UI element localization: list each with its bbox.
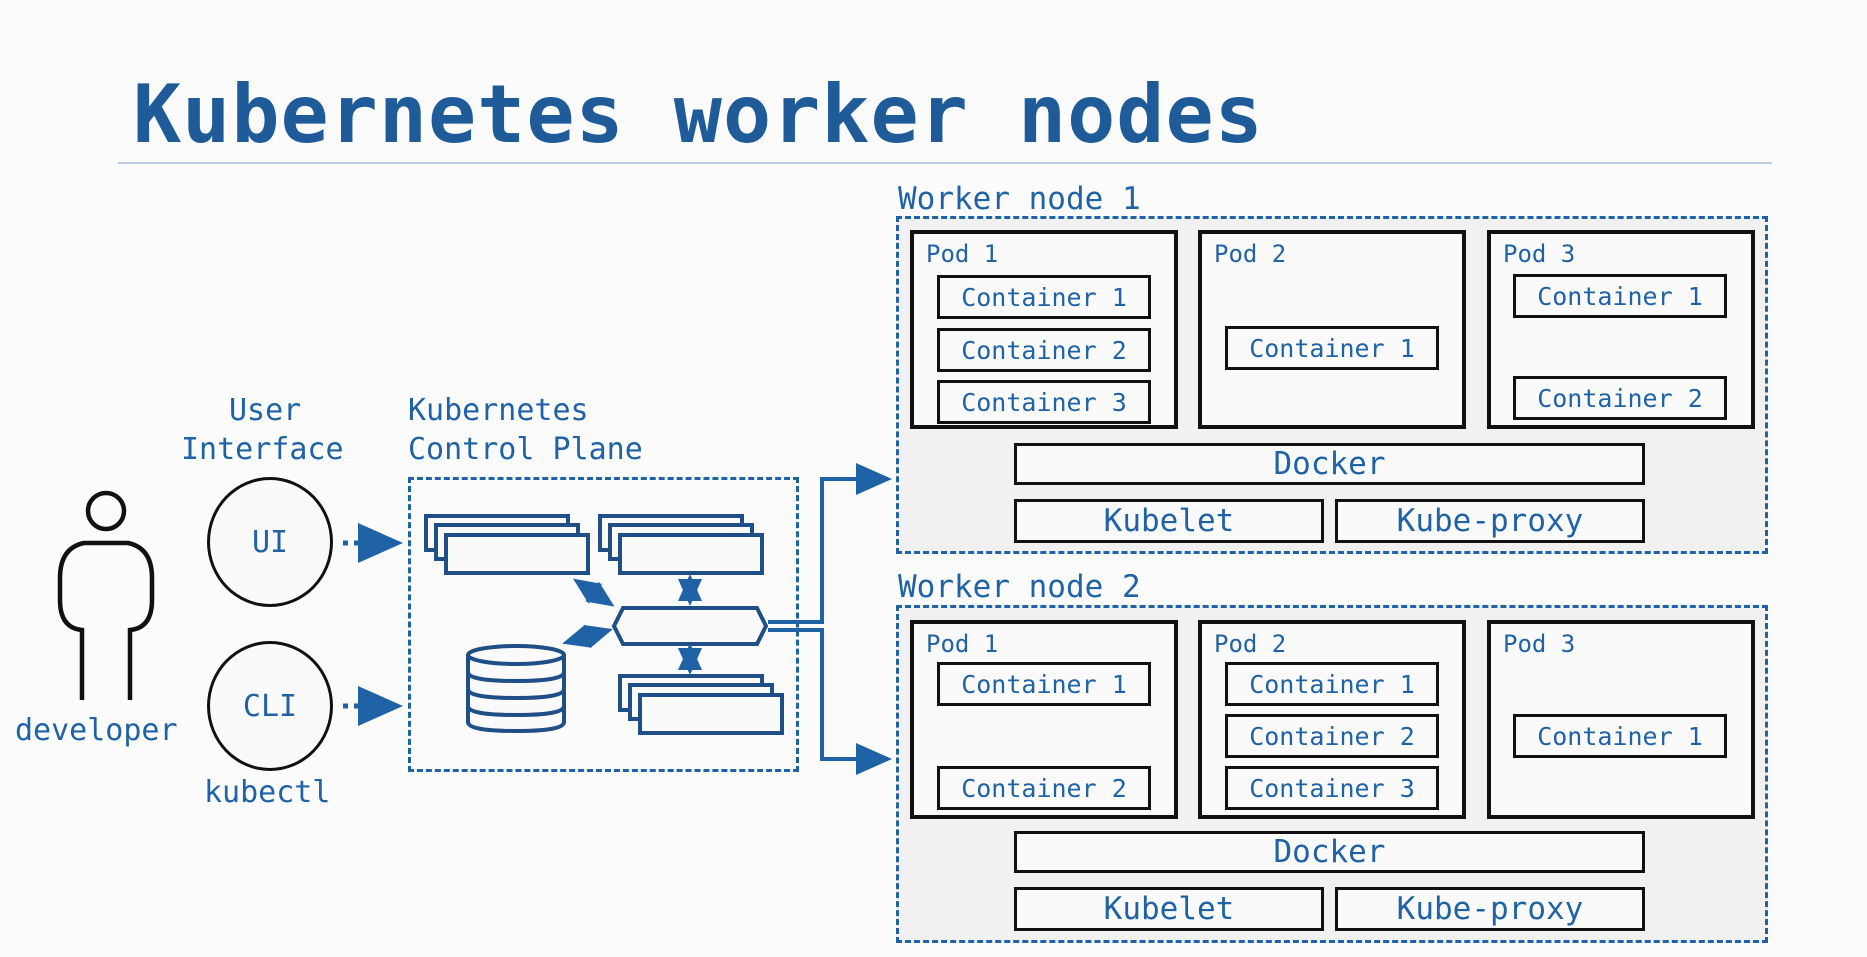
control-plane-label-2: Control Plane bbox=[408, 432, 643, 467]
pod-label: Pod 2 bbox=[1214, 240, 1287, 268]
control-plane-stack-icon bbox=[618, 674, 784, 735]
control-plane-box bbox=[408, 477, 799, 772]
docker-runtime: Docker bbox=[1014, 443, 1645, 485]
ui-node: UI bbox=[207, 477, 333, 607]
internal-arrow bbox=[562, 624, 613, 649]
kubelet: Kubelet bbox=[1014, 499, 1324, 543]
kube-proxy: Kube-proxy bbox=[1335, 887, 1645, 931]
container: Container 3 bbox=[1225, 766, 1439, 810]
control-plane-to-worker-1-arrow bbox=[768, 463, 892, 624]
worker-node-title: Worker node 1 bbox=[898, 181, 1141, 217]
kubectl-label: kubectl bbox=[204, 775, 331, 810]
worker-node-title: Worker node 2 bbox=[898, 569, 1141, 605]
container: Container 2 bbox=[1513, 376, 1727, 420]
internal-arrow bbox=[573, 578, 615, 607]
container: Container 2 bbox=[937, 766, 1151, 810]
cli-node: CLI bbox=[207, 641, 333, 771]
control-plane-to-worker-2-arrow bbox=[768, 628, 892, 775]
pod-label: Pod 1 bbox=[926, 630, 999, 658]
pod-label: Pod 1 bbox=[926, 240, 999, 268]
kubelet: Kubelet bbox=[1014, 887, 1324, 931]
user-interface-label-2: Interface bbox=[181, 432, 344, 467]
title-divider bbox=[118, 162, 1772, 164]
pod-label: Pod 3 bbox=[1503, 240, 1576, 268]
container: Container 1 bbox=[937, 275, 1151, 319]
developer-label: developer bbox=[15, 713, 178, 748]
container: Container 1 bbox=[1513, 274, 1727, 318]
container: Container 2 bbox=[937, 328, 1151, 372]
pod-label: Pod 2 bbox=[1214, 630, 1287, 658]
user-interface-label-1: User bbox=[229, 393, 302, 428]
control-plane-stack-icon bbox=[598, 514, 764, 575]
container: Container 1 bbox=[1225, 662, 1439, 706]
container: Container 1 bbox=[1225, 326, 1439, 370]
container: Container 1 bbox=[937, 662, 1151, 706]
pod-label: Pod 3 bbox=[1503, 630, 1576, 658]
ui-node-label: UI bbox=[251, 524, 289, 560]
cli-node-label: CLI bbox=[242, 688, 298, 724]
docker-runtime: Docker bbox=[1014, 831, 1645, 873]
container: Container 2 bbox=[1225, 714, 1439, 758]
developer-person-icon bbox=[57, 490, 155, 700]
container: Container 1 bbox=[1513, 714, 1727, 758]
database-icon bbox=[466, 644, 566, 734]
api-server-icon bbox=[611, 606, 769, 646]
control-plane-label-1: Kubernetes bbox=[408, 393, 589, 428]
page-title: Kubernetes worker nodes bbox=[133, 68, 1264, 161]
container: Container 3 bbox=[937, 380, 1151, 424]
control-plane-stack-icon bbox=[424, 514, 590, 575]
kube-proxy: Kube-proxy bbox=[1335, 499, 1645, 543]
